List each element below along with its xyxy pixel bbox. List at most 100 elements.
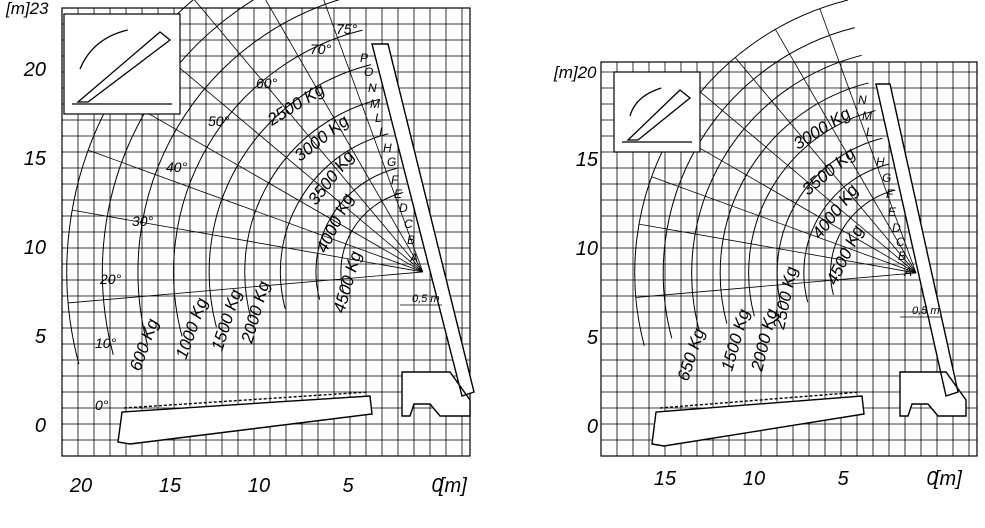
load-arc bbox=[279, 133, 389, 309]
x-axis-unit: [m] bbox=[933, 468, 962, 490]
angle-label: 20° bbox=[99, 271, 122, 287]
load-arc bbox=[340, 191, 404, 294]
grid-frame bbox=[600, 61, 978, 457]
angle-ray bbox=[265, 0, 424, 273]
y-axis-unit: [m]20 bbox=[553, 63, 597, 82]
load-label: 2500 Kg bbox=[769, 264, 801, 331]
load-arc bbox=[776, 137, 883, 309]
load-label: 4500 Kg bbox=[330, 248, 366, 315]
angle-ray bbox=[700, 91, 917, 274]
x-tick-label: 10 bbox=[743, 468, 765, 490]
extension-mark: B bbox=[407, 233, 415, 247]
x-tick-label: 0 bbox=[926, 468, 937, 490]
angle-label: 75° bbox=[336, 21, 358, 37]
y-tick-label: 5 bbox=[587, 327, 599, 349]
boom-outline bbox=[117, 395, 373, 445]
load-label: 600 Kg bbox=[126, 316, 162, 374]
inset-arrow bbox=[629, 87, 662, 117]
x-tick-label: 15 bbox=[654, 468, 677, 490]
x-tick-label: 5 bbox=[837, 468, 849, 490]
extension-mark: C bbox=[896, 235, 905, 249]
angle-ray bbox=[72, 209, 423, 273]
angle-ray bbox=[672, 131, 917, 274]
angle-ray bbox=[638, 223, 917, 274]
extension-mark: C bbox=[404, 217, 413, 231]
extension-mark: P bbox=[360, 51, 368, 65]
extension-mark: D bbox=[399, 201, 408, 215]
y-tick-label: 10 bbox=[576, 238, 598, 260]
angle-label: 0° bbox=[95, 397, 109, 413]
telescopic-boom bbox=[651, 83, 967, 447]
extension-mark: L bbox=[375, 111, 382, 125]
load-arc bbox=[830, 189, 896, 296]
angle-ray bbox=[775, 29, 917, 274]
load-label: 1500 Kg bbox=[208, 287, 246, 354]
load-arc bbox=[173, 29, 363, 337]
y-tick-label: 0 bbox=[587, 416, 598, 438]
y-tick-label: 10 bbox=[24, 237, 46, 259]
extension-mark: G bbox=[882, 171, 891, 185]
telescopic-boom bbox=[117, 43, 475, 445]
load-arc bbox=[691, 54, 862, 332]
extension-mark: I bbox=[379, 125, 383, 139]
load-arc bbox=[719, 82, 869, 324]
y-tick-label: 15 bbox=[576, 149, 599, 171]
x-tick-label: 5 bbox=[342, 475, 354, 497]
boom-extension bbox=[123, 391, 369, 409]
extension-mark: A bbox=[903, 265, 912, 279]
y-tick-label: 20 bbox=[23, 59, 46, 81]
angle-ray bbox=[68, 271, 423, 304]
inset-arrow bbox=[79, 29, 128, 70]
boom-extension bbox=[659, 391, 861, 409]
y-tick-label: 5 bbox=[35, 326, 47, 348]
extension-mark: E bbox=[888, 205, 897, 219]
extension-mark: F bbox=[391, 173, 399, 187]
extension-mark: M bbox=[370, 97, 380, 111]
y-tick-label: 0 bbox=[35, 415, 46, 437]
grid-lines bbox=[62, 8, 470, 456]
load-arc bbox=[803, 163, 889, 303]
angle-ray bbox=[635, 272, 917, 298]
angle-label: 50° bbox=[208, 113, 230, 129]
angle-ray bbox=[734, 57, 917, 274]
extension-mark: M bbox=[862, 109, 872, 123]
load-arc bbox=[244, 98, 380, 319]
angle-ray bbox=[88, 149, 423, 273]
inset-boom-icon bbox=[622, 87, 692, 143]
angle-label: 40° bbox=[166, 159, 188, 175]
load-arc bbox=[315, 167, 398, 300]
angle-ray bbox=[194, 0, 424, 273]
extension-mark: B bbox=[898, 249, 906, 263]
y-axis-unit: [m]23 bbox=[5, 0, 49, 18]
dimension-label: 0,5 m bbox=[412, 293, 440, 305]
angle-ray bbox=[323, 0, 424, 273]
x-axis-unit: [m] bbox=[438, 475, 467, 497]
vehicle-outline bbox=[875, 83, 967, 417]
extension-mark: O bbox=[364, 65, 373, 79]
x-tick-label: 20 bbox=[69, 475, 92, 497]
extension-mark: A bbox=[409, 251, 418, 265]
inset-boom bbox=[76, 31, 172, 103]
angle-ray bbox=[819, 8, 917, 274]
extension-mark: D bbox=[892, 221, 901, 235]
load-arc bbox=[748, 110, 876, 317]
load-label: 650 Kg bbox=[674, 326, 709, 384]
load-arc bbox=[208, 64, 372, 328]
angle-ray bbox=[114, 93, 423, 273]
extension-mark: H bbox=[383, 141, 392, 155]
load-arc bbox=[137, 0, 340, 346]
extension-mark: N bbox=[858, 93, 867, 107]
angle-rays bbox=[68, 0, 424, 304]
extension-mark: L bbox=[866, 125, 873, 139]
extension-mark: H bbox=[876, 155, 885, 169]
inset-boom-icon bbox=[72, 29, 172, 105]
extension-mark: N bbox=[368, 81, 377, 95]
extension-mark: E bbox=[394, 187, 403, 201]
angle-rays bbox=[635, 8, 917, 298]
extension-mark: G bbox=[387, 155, 396, 169]
angle-label: 10° bbox=[95, 335, 117, 351]
angle-ray bbox=[651, 176, 917, 274]
